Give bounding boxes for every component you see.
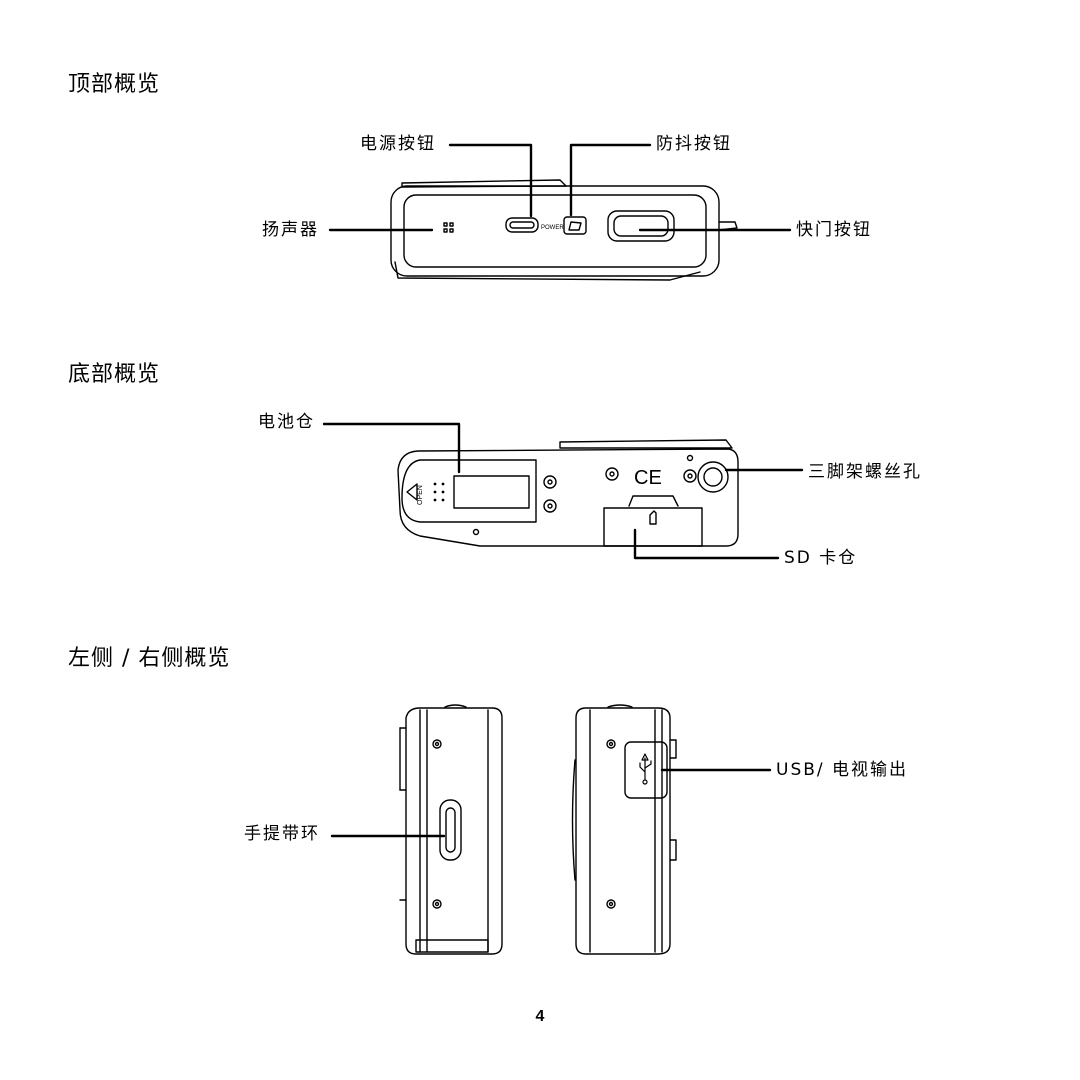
label-shutter-button: 快门按钮 — [796, 220, 872, 240]
camera-right-side-view — [571, 704, 677, 955]
usb-port-cover — [624, 741, 668, 799]
label-speaker: 扬声器 — [262, 220, 319, 240]
power-text: POWER — [541, 225, 564, 231]
strap-ring — [439, 799, 462, 861]
page-number: 4 — [535, 1008, 545, 1025]
camera-bottom-view: OPEN CE — [397, 439, 739, 547]
heading-bottom-overview: 底部概览 — [68, 362, 161, 387]
camera-left-side-view — [399, 704, 503, 955]
label-stabilizer-button: 防抖按钮 — [656, 134, 732, 154]
heading-top-overview: 顶部概览 — [68, 72, 161, 97]
open-text: OPEN — [417, 485, 424, 505]
tripod-socket — [697, 461, 729, 493]
label-sd-slot: SD 卡仓 — [784, 548, 858, 568]
usb-icon — [639, 753, 652, 785]
ce-mark: CE — [634, 467, 662, 489]
battery-door — [453, 475, 530, 509]
power-button — [505, 217, 539, 233]
label-tripod-socket: 三脚架螺丝孔 — [808, 462, 922, 482]
sd-card-door — [603, 507, 703, 547]
label-power-button: 电源按钮 — [360, 134, 436, 154]
label-strap-ring: 手提带环 — [244, 824, 320, 844]
label-usb-tv-out: USB/ 电视输出 — [776, 760, 909, 780]
label-battery-compartment: 电池仓 — [258, 412, 315, 432]
shutter-button — [607, 210, 675, 242]
stabilizer-button — [563, 216, 587, 235]
speaker-holes — [443, 222, 454, 233]
heading-side-overview: 左侧 / 右侧概览 — [68, 646, 231, 671]
